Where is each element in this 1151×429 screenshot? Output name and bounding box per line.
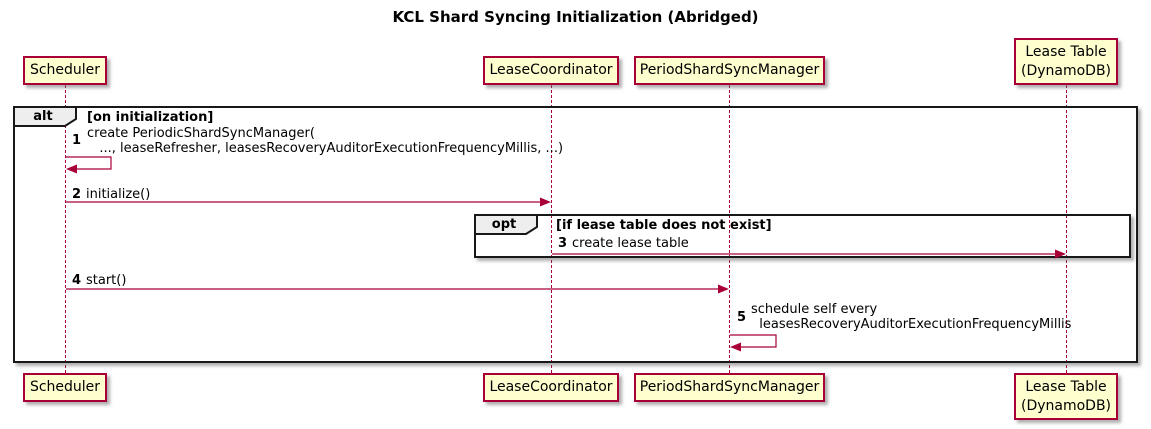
message-1-text: create PeriodicShardSyncManager( ..., le…	[87, 126, 564, 156]
alt-frame-label: alt	[33, 109, 53, 124]
participant-periodshardsyncmanager-top: PeriodShardSyncManager	[634, 56, 825, 85]
message-4-text: start()	[86, 273, 127, 288]
lifeline-periodshardsyncmanager	[729, 85, 730, 373]
message-3-text: create lease table	[572, 236, 689, 251]
message-3-number: 3	[558, 236, 568, 251]
participant-periodshardsyncmanager-bottom: PeriodShardSyncManager	[634, 373, 825, 402]
participant-scheduler-bottom: Scheduler	[23, 373, 107, 402]
opt-frame-label: opt	[491, 217, 517, 232]
message-2-number: 2	[72, 187, 82, 202]
lifeline-scheduler	[65, 85, 66, 373]
alt-frame-pentagon	[13, 106, 77, 127]
participant-leasecoordinator-bottom: LeaseCoordinator	[483, 373, 619, 402]
participant-scheduler-top: Scheduler	[23, 56, 107, 85]
message-1-number: 1	[72, 133, 82, 148]
message-5-number: 5	[737, 310, 747, 325]
participant-leasecoordinator-top: LeaseCoordinator	[483, 56, 619, 85]
lifeline-leasetable	[1066, 85, 1067, 373]
alt-frame-condition: [on initialization]	[87, 110, 214, 125]
alt-frame: alt [on initialization]	[13, 106, 1138, 363]
participant-leasetable-top: Lease Table (DynamoDB)	[1014, 38, 1118, 85]
message-4-number: 4	[72, 273, 82, 288]
opt-frame-condition: [if lease table does not exist]	[556, 218, 772, 233]
diagram-title: KCL Shard Syncing Initialization (Abridg…	[392, 8, 759, 26]
lifeline-leasecoordinator	[551, 85, 552, 373]
opt-frame: opt [if lease table does not exist]	[474, 214, 1131, 258]
participant-leasetable-bottom: Lease Table (DynamoDB)	[1014, 373, 1118, 420]
opt-frame-pentagon	[474, 214, 538, 235]
message-5-text: schedule self every leasesRecoveryAudito…	[751, 302, 1072, 332]
message-2-text: initialize()	[86, 187, 151, 202]
